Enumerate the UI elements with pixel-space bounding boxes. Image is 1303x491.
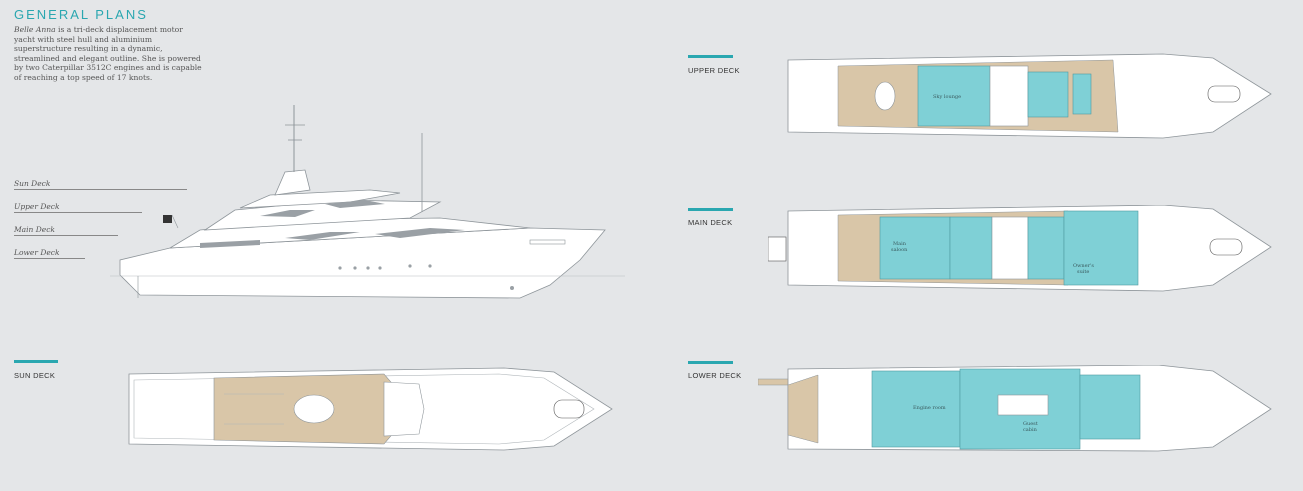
intro-text: is a tri-deck displacement motor yacht w… <box>14 25 202 82</box>
sun-deck-label: SUN DECK <box>14 371 56 380</box>
yacht-profile-drawing <box>110 105 625 299</box>
sun-deck-plan <box>128 367 613 451</box>
sun-deck-accent-bar <box>14 360 58 363</box>
intro-paragraph: Belle Anna is a tri-deck displacement mo… <box>14 25 204 83</box>
guest-cabin-label-1: Guest <box>1023 421 1038 427</box>
lower-deck-label: LOWER DECK <box>688 371 742 380</box>
upper-deck-label: UPPER DECK <box>688 66 740 75</box>
lower-deck-plan: Engine room Guest cabin <box>758 365 1272 452</box>
upper-deck-plan: Sky lounge <box>787 53 1272 139</box>
main-saloon-label-1: Main <box>893 241 907 247</box>
profile-label-sun-deck: Sun Deck <box>14 179 187 190</box>
lower-deck-accent-bar <box>688 361 733 364</box>
guest-cabin-label-2: cabin <box>1023 427 1038 433</box>
main-saloon-label-2: saloon <box>891 247 908 253</box>
vessel-name: Belle Anna <box>14 25 56 34</box>
owners-suite-label-1: Owner's <box>1073 263 1094 269</box>
page-title: GENERAL PLANS <box>14 7 148 22</box>
main-deck-plan: Main saloon Owner's suite <box>768 205 1272 292</box>
main-deck-label: MAIN DECK <box>688 218 733 227</box>
owners-suite-label-2: suite <box>1077 269 1089 275</box>
engine-room-label: Engine room <box>913 405 946 411</box>
profile-label-main-deck: Main Deck <box>14 225 118 236</box>
sky-lounge-label: Sky lounge <box>933 94 961 100</box>
main-deck-accent-bar <box>688 208 733 211</box>
profile-label-lower-deck: Lower Deck <box>14 248 85 259</box>
profile-label-upper-deck: Upper Deck <box>14 202 142 213</box>
upper-deck-accent-bar <box>688 55 733 58</box>
